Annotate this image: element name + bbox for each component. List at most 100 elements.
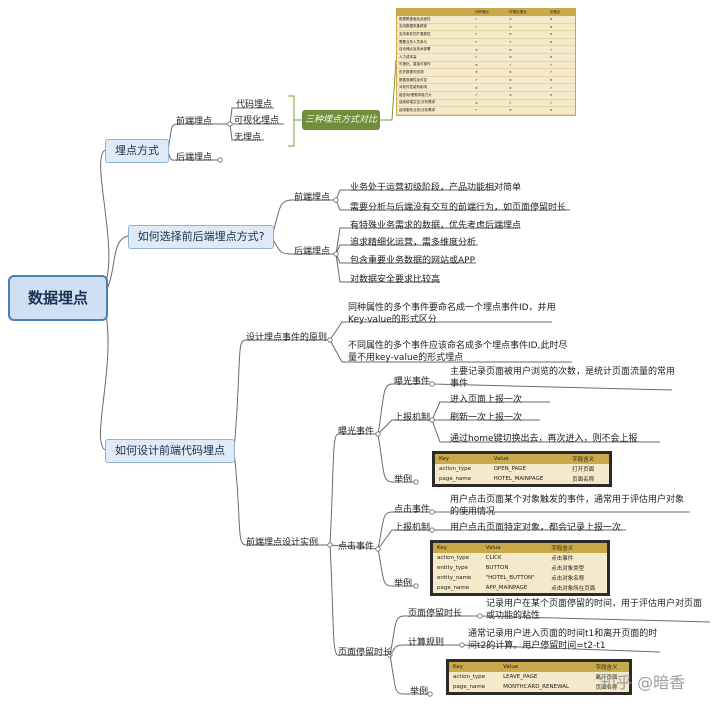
compare-header-cell: 无埋点: [547, 9, 575, 16]
compare-row: 支持数据采集精准✓××: [397, 23, 575, 32]
compare-cell: ×: [506, 83, 548, 92]
compare-row: 自动埋点及技术部署××✓: [397, 45, 575, 54]
method-front[interactable]: 前端埋点: [176, 117, 213, 127]
compare-cell: 对软件性能有影响: [397, 83, 473, 92]
click-rule: 用户点击页面特定对象，都会记录上报一次: [450, 523, 622, 533]
kv-header-cell: Key: [433, 543, 482, 553]
method-none[interactable]: 无埋点: [234, 133, 262, 143]
compare-cell: ✓: [547, 61, 575, 70]
compare-cell: ✓: [472, 106, 507, 115]
choose-front-item-1: 业务处于运营初级阶段，产品功能相对简单: [350, 183, 522, 193]
watermark: 知乎 @暗香: [600, 673, 686, 692]
compare-cell: 支持事件的扩展属性: [397, 30, 473, 39]
branch-choose-front-back[interactable]: 如何选择前后端埋点方式?: [128, 225, 274, 249]
kv-cell: CLICK: [485, 555, 502, 561]
kv-cell: 页面名称: [595, 685, 618, 691]
branch-design-frontend[interactable]: 如何设计前端代码埋点: [105, 439, 235, 463]
compare-cell: ×: [506, 76, 548, 85]
compare-header-cell: 代码埋点: [472, 9, 507, 16]
compare-cell: 自动埋点及技术部署: [397, 45, 473, 54]
compare-cell: ×: [506, 53, 548, 62]
kv-cell: OPEN_PAGE: [493, 466, 526, 472]
kv-cell: LEAVE_PAGE: [503, 674, 538, 680]
method-visual[interactable]: 可视化埋点: [234, 116, 280, 126]
compare-row: 人力成本高✓××: [397, 53, 575, 62]
kv-row: entity_name"HOTEL_BUTTON"点击对象名称: [433, 573, 607, 583]
compare-cell: ×: [506, 23, 548, 32]
compare-cell: 需要业务人员参与: [397, 38, 473, 47]
stay-k1[interactable]: 页面停留时长: [408, 609, 463, 619]
compare-cell: 适用服务业务/分析需求: [397, 106, 473, 115]
design-principle[interactable]: 设计埋点事件的原则: [246, 333, 328, 343]
click-desc: 用户点击页面某个对象触发的事件，通常用于评估用户对象的使用情况: [450, 495, 685, 517]
choose-front-item-2: 需要分析与后端没有交互的前端行为，如页面停留时长: [350, 203, 567, 213]
design-example[interactable]: 前端埋点设计实例: [246, 538, 319, 548]
compare-cell: 数据覆盖面及全面性: [397, 16, 473, 24]
compare-cell: 能查询/埋需求能力大: [397, 91, 473, 100]
kv-cell: MONTHCARD_RENEWAL: [503, 684, 570, 690]
compare-header-cell: 可视化埋点: [506, 9, 548, 16]
compare-cell: ×: [472, 99, 507, 108]
compare-cell: ×: [547, 30, 575, 39]
compare-cell: ✓: [472, 38, 507, 47]
kv-cell: 点击对象名称: [551, 576, 585, 582]
compare-row: 适用服务业务/分析需求✓××: [397, 106, 575, 115]
compare-row: 可视化、直接可操作×✓✓: [397, 61, 575, 70]
kv-cell: entity_name: [437, 575, 472, 581]
method-code[interactable]: 代码埋点: [236, 100, 273, 110]
kv-cell: action_type: [437, 555, 469, 561]
exposure-k3[interactable]: 举例: [394, 475, 413, 485]
kv-cell: action_type: [453, 674, 485, 680]
compare-row: 适用前端交互/分析需求×✓✓: [397, 99, 575, 108]
compare-cell: ✓: [472, 76, 507, 85]
kv-cell: 点击对象所在页面: [551, 586, 596, 592]
click-k1[interactable]: 点击事件: [394, 505, 431, 515]
exposure-k1[interactable]: 曝光事件: [394, 377, 431, 387]
compare-label[interactable]: 三种埋点方式对比: [302, 110, 380, 130]
compare-cell: ×: [547, 106, 575, 115]
method-back[interactable]: 后端埋点: [176, 153, 213, 163]
kv-header-cell: 字段含义: [591, 662, 629, 672]
choose-back-item-2: 追求精细化运营，需多维度分析: [350, 238, 477, 248]
exposure-event[interactable]: 曝光事件: [338, 427, 375, 437]
stay-event[interactable]: 页面停留时长: [338, 648, 393, 658]
compare-cell: 历史数据可回溯: [397, 68, 473, 77]
kv-header-cell: 字段含义: [547, 543, 607, 553]
compare-row: 数据准确性及可控✓××: [397, 76, 575, 85]
compare-cell: ✓: [547, 68, 575, 77]
exposure-k2[interactable]: 上报机制: [394, 413, 431, 423]
stay-k2[interactable]: 计算规则: [408, 638, 445, 648]
choose-back[interactable]: 后端埋点: [294, 247, 331, 257]
click-event[interactable]: 点击事件: [338, 542, 375, 552]
kv-cell: 页面名称: [572, 477, 595, 483]
kv-header-cell: Value: [489, 454, 569, 464]
choose-front[interactable]: 前端埋点: [294, 193, 331, 203]
compare-cell: ✓: [506, 38, 548, 47]
choose-back-item-4: 对数据安全要求比较高: [350, 275, 441, 285]
click-k3[interactable]: 举例: [394, 579, 413, 589]
choose-back-item-3: 包含重要业务数据的网站或APP: [350, 256, 476, 266]
compare-row: 需要业务人员参与✓✓×: [397, 38, 575, 47]
compare-cell: 支持数据采集精准: [397, 23, 473, 32]
stay-k3[interactable]: 举例: [410, 687, 429, 697]
kv-cell: page_name: [437, 585, 470, 591]
compare-cell: ×: [472, 68, 507, 77]
compare-header-cell: [397, 9, 473, 16]
compare-row: 历史数据可回溯××✓: [397, 68, 575, 77]
compare-row: 数据覆盖面及全面性✓××: [397, 16, 575, 24]
kv-header-cell: Value: [499, 662, 592, 672]
root-node[interactable]: 数据埋点: [8, 275, 108, 321]
branch-tracking-methods[interactable]: 埋点方式: [105, 139, 169, 163]
kv-header-cell: Key: [449, 662, 500, 672]
compare-cell: ✓: [472, 30, 507, 39]
kv-cell: 点击对象类型: [551, 566, 585, 572]
compare-cell: ✓: [506, 99, 548, 108]
compare-cell: ×: [547, 23, 575, 32]
click-k2[interactable]: 上报机制: [394, 523, 431, 533]
